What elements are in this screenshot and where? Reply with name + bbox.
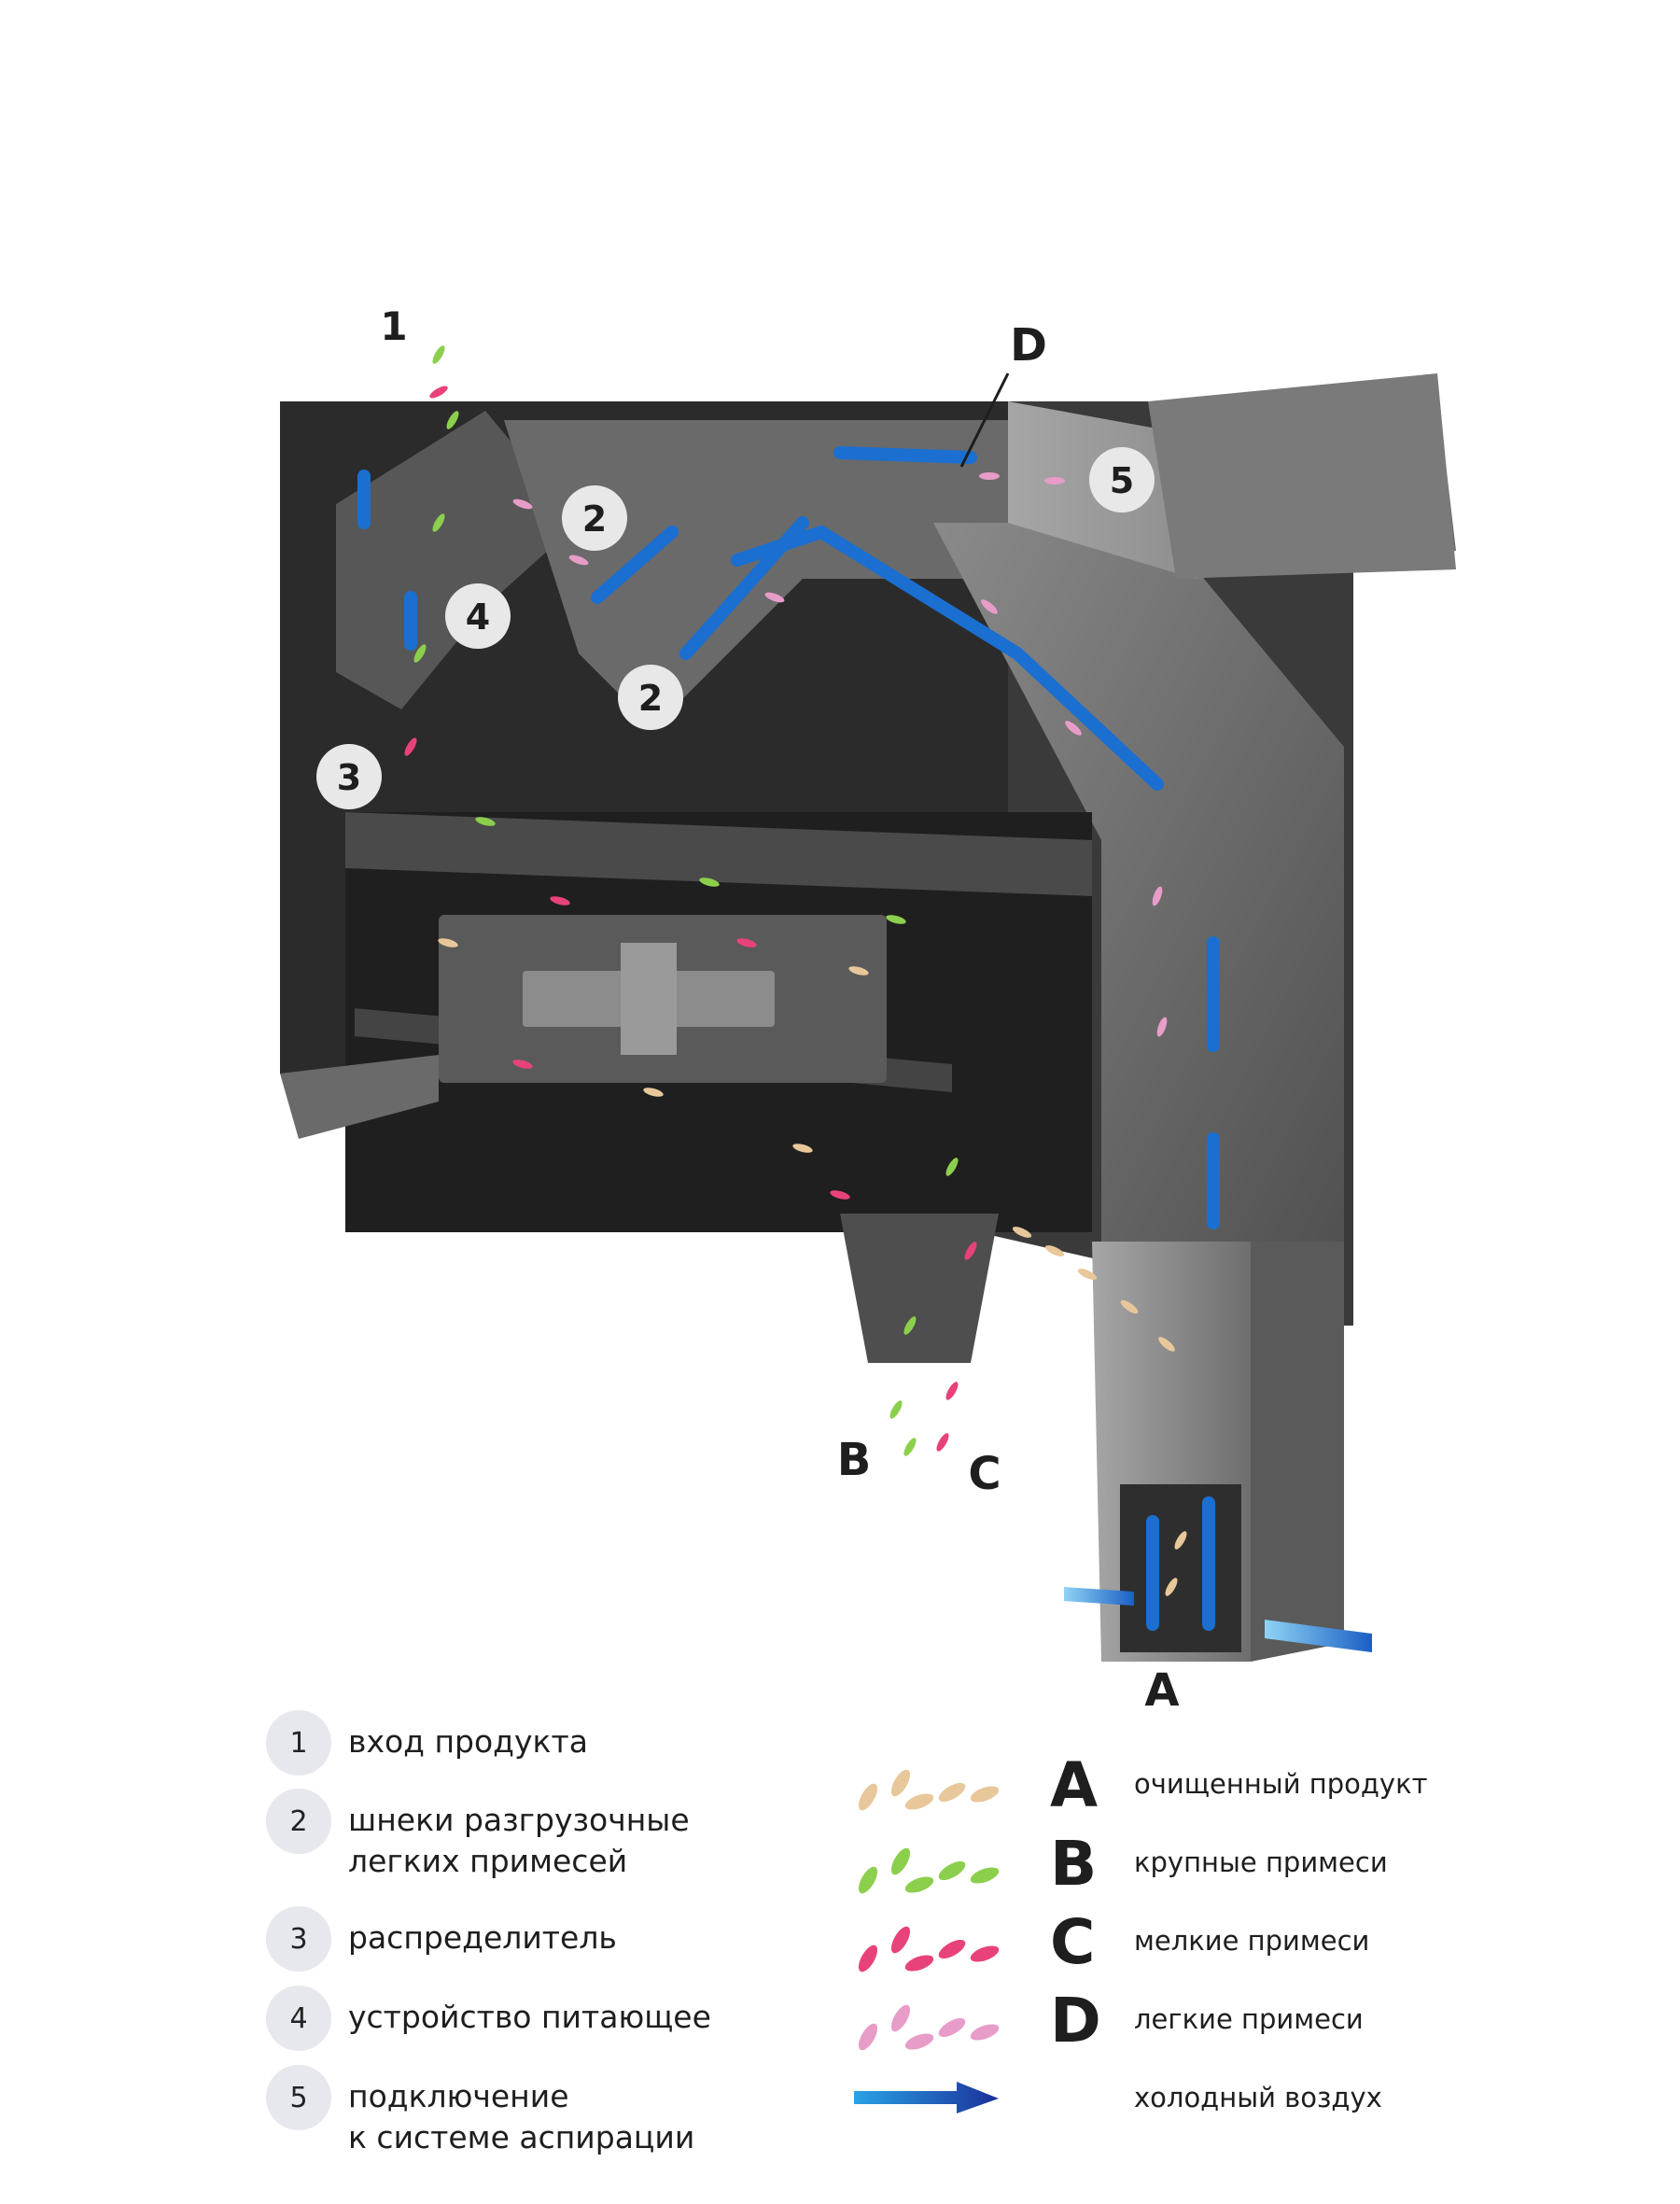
legend-item-2: 2 шнеки разгрузочные легких примесей <box>266 1789 690 1882</box>
cold-air-arrow-icon <box>854 2082 999 2113</box>
svg-text:2: 2 <box>582 498 607 540</box>
callout-4: 4 <box>445 583 511 649</box>
key-label: очищенный продукт <box>1134 1768 1428 1800</box>
key-row-c: C мелкие примеси <box>845 1906 1666 1986</box>
callout-2a: 2 <box>562 485 627 551</box>
d-pointer-line <box>959 372 1010 468</box>
legend-item-3: 3 распределитель <box>266 1906 617 1972</box>
label-b: B <box>837 1434 872 1486</box>
key-row-a: A очищенный продукт <box>845 1749 1666 1830</box>
svg-text:3: 3 <box>337 757 361 798</box>
legend-item-5: 5 подключение к системе аспирации <box>266 2065 694 2158</box>
callout-3: 3 <box>316 744 382 809</box>
legend-label: устройство питающее <box>348 1999 711 2035</box>
light-impurities-icon <box>858 2004 1000 2051</box>
key-label: легкие примеси <box>1134 2003 1364 2035</box>
legend-item-4: 4 устройство питающее <box>266 1986 711 2051</box>
key-row-b: B крупные примеси <box>845 1828 1666 1908</box>
svg-text:4: 4 <box>466 597 490 638</box>
separator-diagram: 2 2 3 4 5 1 D B C A <box>280 303 1456 1717</box>
legend-label: распределитель <box>348 1919 617 1956</box>
fine-impurities-icon <box>858 1926 1000 1972</box>
particles-coarse <box>413 345 959 1456</box>
particle-key-legend: A очищенный продукт B крупные примеси <box>845 1749 1666 2203</box>
legend-label: подключение к системе аспирации <box>348 2078 695 2155</box>
key-letter: B <box>1050 1828 1098 1900</box>
legend-number: 1 <box>266 1710 331 1776</box>
legend-number: 3 <box>266 1906 331 1972</box>
label-a: A <box>1144 1664 1179 1717</box>
callout-2b: 2 <box>618 665 683 730</box>
key-letter: D <box>1050 1985 1101 2057</box>
particles-clean <box>438 938 1187 1596</box>
key-letter: A <box>1050 1749 1099 1821</box>
coarse-impurities-icon <box>858 1847 1000 1894</box>
legend-number: 2 <box>266 1789 331 1854</box>
particles-light <box>512 472 1168 1037</box>
clean-product-icon <box>858 1769 1000 1811</box>
label-d: D <box>1010 319 1047 372</box>
legend-label: вход продукта <box>348 1723 588 1760</box>
legend-number: 4 <box>266 1986 331 2051</box>
key-letter: C <box>1050 1906 1096 1978</box>
cold-air-inlet <box>1064 1587 1372 1652</box>
callout-5: 5 <box>1089 447 1155 512</box>
key-row-air: холодный воздух <box>845 2069 1666 2143</box>
key-row-d: D легкие примеси <box>845 1985 1666 2065</box>
label-1: 1 <box>380 303 407 349</box>
label-c: C <box>968 1448 1001 1500</box>
legend-item-1: 1 вход продукта <box>266 1710 588 1776</box>
particles-fine <box>404 386 977 1452</box>
legend-number: 5 <box>266 2065 331 2130</box>
key-label: мелкие примеси <box>1134 1925 1370 1957</box>
key-label: крупные примеси <box>1134 1846 1388 1878</box>
legend-label: шнеки разгрузочные легких примесей <box>348 1802 690 1879</box>
cold-air-arrows <box>357 446 1220 1631</box>
svg-text:5: 5 <box>1110 460 1134 501</box>
svg-text:2: 2 <box>638 678 663 719</box>
key-label: холодный воздух <box>1134 2082 1382 2113</box>
